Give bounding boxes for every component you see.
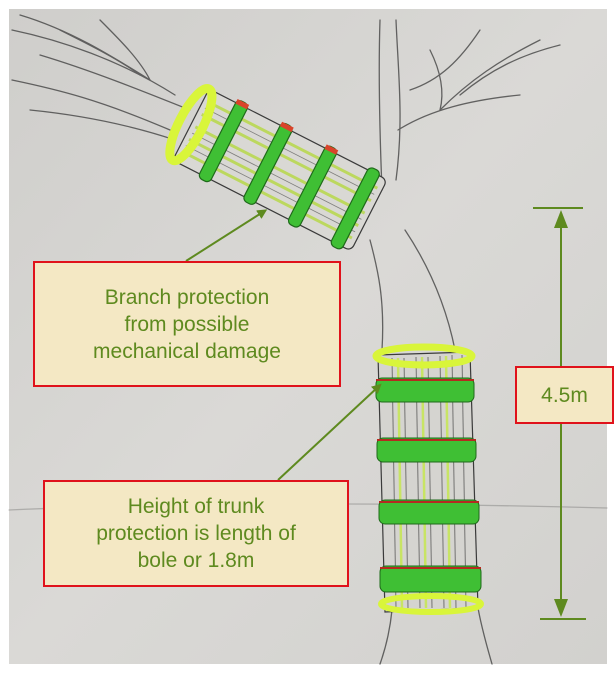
trunk-protection-callout: Height of trunkprotection is length ofbo… <box>43 480 349 587</box>
height-label-text: 4.5m <box>541 382 588 409</box>
trunk-protection-text: Height of trunkprotection is length ofbo… <box>96 493 296 574</box>
height-label-callout: 4.5m <box>515 366 614 424</box>
branch-protection-callout: Branch protectionfrom possiblemechanical… <box>33 261 341 387</box>
trunk-wrap <box>376 347 481 612</box>
branch-protection-text: Branch protectionfrom possiblemechanical… <box>93 284 281 365</box>
